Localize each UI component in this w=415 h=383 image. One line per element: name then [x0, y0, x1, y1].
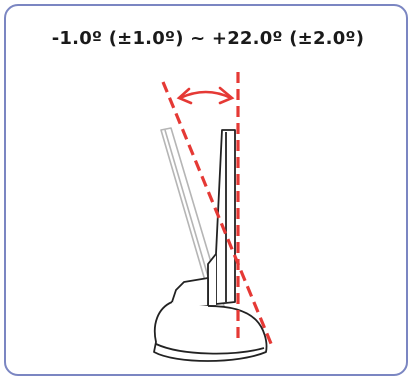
- monitor-stand-base: [154, 302, 267, 361]
- diagram-frame: -1.0º (±1.0º) ~ +22.0º (±2.0º): [4, 4, 408, 376]
- monitor-screen: [208, 130, 235, 306]
- tilt-angle-arrow: [179, 88, 232, 103]
- monitor-tilt-diagram: [6, 6, 410, 378]
